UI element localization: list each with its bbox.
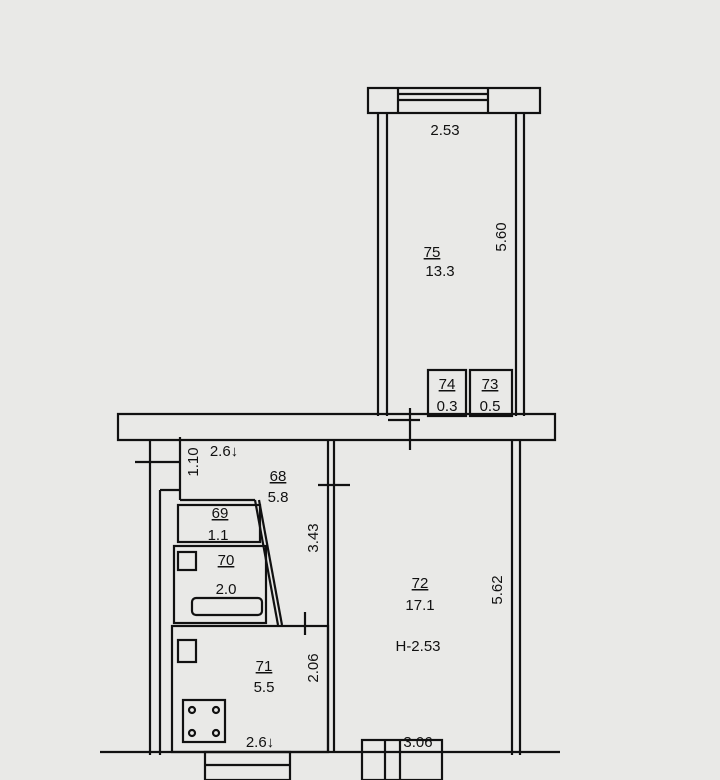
- room-69-number: 69: [212, 505, 229, 522]
- ceiling-height: H-2.53: [395, 638, 440, 655]
- dim-room72-width: 3.06: [403, 734, 432, 751]
- central-wall: [116, 408, 557, 450]
- dim-room75-width: 2.53: [430, 122, 459, 139]
- dim-room72-length: 5.62: [489, 575, 506, 604]
- room-72-number: 72: [412, 575, 429, 592]
- room-75-number: 75: [424, 244, 441, 261]
- room-74-area: 0.3: [437, 398, 458, 415]
- room-71-area: 5.5: [254, 679, 275, 696]
- dim-room71-width: 2.6↓: [246, 734, 274, 751]
- dim-room68-width: 2.6↓: [210, 443, 238, 460]
- dim-room68-length: 3.43: [305, 523, 322, 552]
- window-top: [366, 86, 542, 115]
- room-75-walls: [376, 113, 526, 418]
- room-68-number: 68: [270, 468, 287, 485]
- room-73-number: 73: [482, 376, 499, 393]
- room-72-walls: [510, 440, 522, 755]
- room-69-area: 1.1: [208, 527, 229, 544]
- room-74-number: 74: [439, 376, 456, 393]
- dim-room71-length: 2.06: [305, 653, 322, 682]
- room-68-area: 5.8: [268, 489, 289, 506]
- room-70-number: 70: [218, 552, 235, 569]
- room-71-number: 71: [256, 658, 273, 675]
- dim-room68-door: 1.10: [185, 447, 202, 476]
- dim-room75-length: 5.60: [493, 222, 510, 251]
- room-70-area: 2.0: [216, 581, 237, 598]
- room-72-area: 17.1: [405, 597, 434, 614]
- room-73-area: 0.5: [480, 398, 501, 415]
- bottom-wall: [100, 738, 560, 780]
- left-walls: [135, 437, 350, 755]
- room-75-area: 13.3: [425, 263, 454, 280]
